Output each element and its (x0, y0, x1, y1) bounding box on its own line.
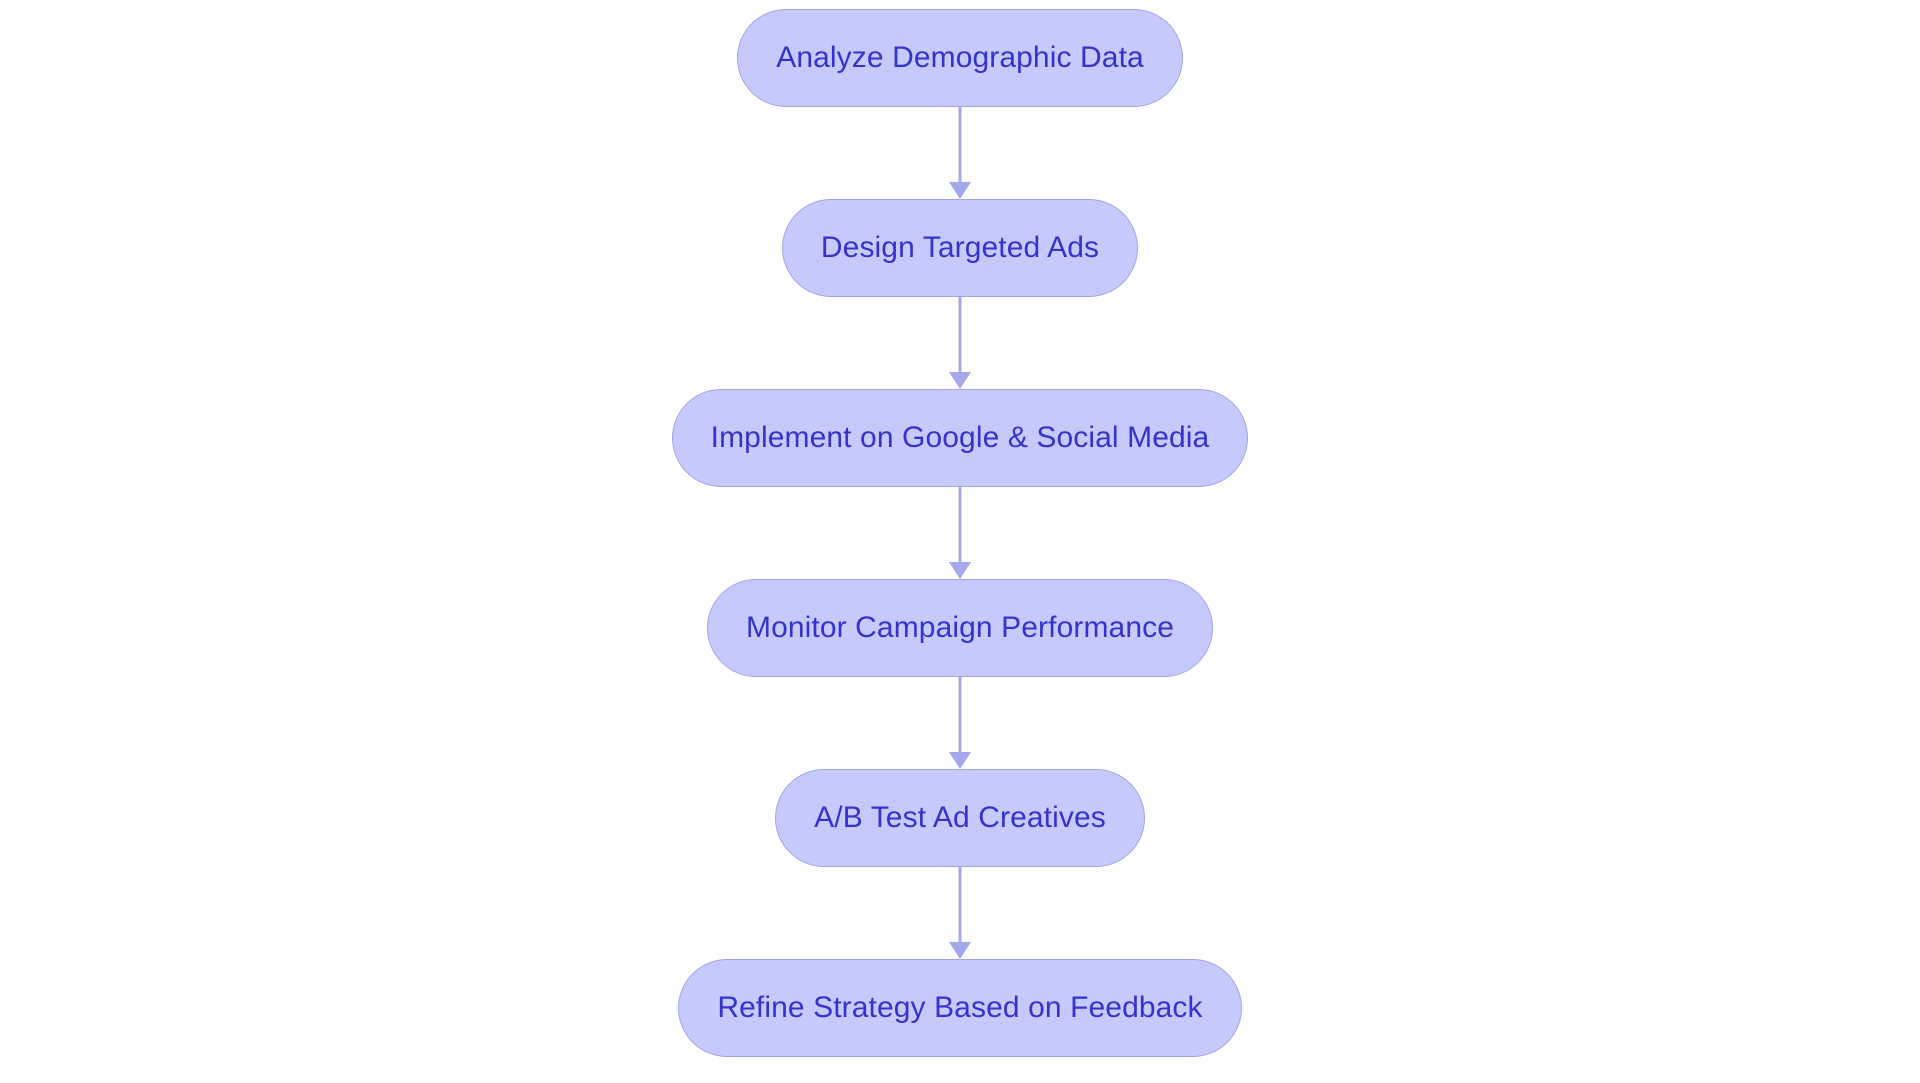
flowchart-edge-4 (948, 677, 972, 769)
node-label: Design Targeted Ads (820, 231, 1100, 264)
down-arrow-icon (949, 182, 971, 199)
flowchart-node-refine-strategy-based-on-feedback[interactable]: Refine Strategy Based on Feedback (678, 959, 1242, 1057)
down-arrow-icon (949, 942, 971, 959)
node-label: Implement on Google & Social Media (710, 421, 1210, 454)
edge-line (958, 107, 962, 182)
down-arrow-icon (949, 562, 971, 579)
down-arrow-icon (949, 752, 971, 769)
flowchart-node-monitor-campaign-performance[interactable]: Monitor Campaign Performance (707, 579, 1213, 677)
flowchart-node-ab-test-ad-creatives[interactable]: A/B Test Ad Creatives (775, 769, 1145, 867)
edge-line (958, 677, 962, 752)
edge-line (958, 867, 962, 942)
flowchart-node-implement-on-google-and-social-media[interactable]: Implement on Google & Social Media (671, 389, 1249, 487)
edge-line (958, 487, 962, 562)
flowchart-node-analyze-demographic-data[interactable]: Analyze Demographic Data (737, 9, 1183, 107)
node-label: A/B Test Ad Creatives (814, 801, 1106, 834)
flowchart-edge-2 (948, 297, 972, 389)
node-label: Analyze Demographic Data (776, 41, 1144, 74)
flowchart-node-design-targeted-ads[interactable]: Design Targeted Ads (781, 199, 1139, 297)
down-arrow-icon (949, 372, 971, 389)
edge-line (958, 297, 962, 372)
flowchart-edge-3 (948, 487, 972, 579)
flowchart-edge-5 (948, 867, 972, 959)
flowchart-edge-1 (948, 107, 972, 199)
node-label: Refine Strategy Based on Feedback (717, 991, 1203, 1024)
node-label: Monitor Campaign Performance (746, 611, 1174, 644)
